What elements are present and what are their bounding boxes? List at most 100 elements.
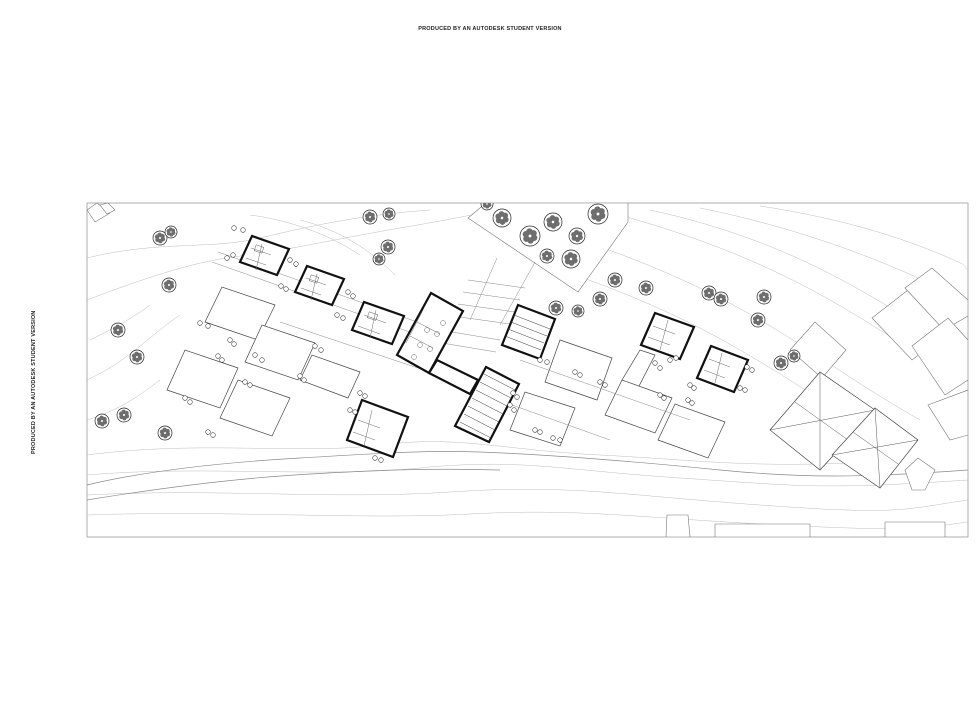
post-marker	[215, 353, 221, 359]
watermark-top: PRODUCED BY AN AUTODESK STUDENT VERSION	[418, 26, 562, 32]
post-marker	[345, 289, 351, 295]
central-hall	[395, 291, 465, 375]
cabin-right-2	[695, 344, 750, 394]
cabin-lower	[345, 398, 410, 459]
post-marker	[347, 407, 353, 413]
post-marker	[657, 365, 663, 371]
cabin-right-1	[639, 311, 696, 361]
post-marker	[240, 227, 246, 233]
post-marker	[210, 432, 216, 438]
tree-icon	[587, 203, 609, 225]
post-marker	[577, 372, 583, 378]
existing-buildings	[665, 267, 968, 537]
post-marker	[242, 379, 248, 385]
post-marker	[205, 323, 211, 329]
post-marker	[357, 390, 363, 396]
post-marker	[597, 379, 603, 385]
post-marker	[550, 435, 556, 441]
tree-icon	[161, 277, 177, 293]
tree-icon	[571, 304, 585, 318]
post-marker	[532, 427, 538, 433]
post-marker	[283, 286, 289, 292]
tree-icon	[382, 207, 396, 221]
post-marker	[511, 407, 517, 413]
post-marker	[514, 394, 520, 400]
post-marker	[687, 382, 693, 388]
post-marker	[544, 359, 550, 365]
tree-icon	[713, 291, 729, 307]
tree-icon	[548, 300, 564, 316]
tree-icon	[519, 225, 541, 247]
post-marker	[673, 355, 679, 361]
post-marker	[652, 360, 658, 366]
post-marker	[537, 357, 543, 363]
post-marker	[661, 395, 667, 401]
post-marker	[293, 261, 299, 267]
post-marker	[685, 397, 691, 403]
tree-icon	[543, 212, 563, 232]
roof-block-a	[500, 303, 557, 361]
tree-icon	[750, 312, 766, 328]
post-marker	[507, 402, 513, 408]
tree-icon	[164, 225, 178, 239]
post-marker	[301, 377, 307, 383]
post-marker	[219, 357, 225, 363]
cabins	[238, 234, 750, 459]
post-marker	[372, 455, 378, 461]
post-marker	[197, 320, 203, 326]
post-marker	[230, 252, 236, 258]
post-marker	[557, 437, 563, 443]
corner-buildings	[87, 203, 116, 223]
post-marker	[378, 457, 384, 463]
tree-icon	[480, 203, 494, 211]
tree-icon	[756, 289, 772, 305]
post-marker	[278, 283, 284, 289]
tree-icon	[773, 355, 789, 371]
post-marker	[537, 429, 543, 435]
cabin-2	[293, 264, 346, 307]
posts	[182, 225, 755, 463]
tree-icon	[568, 227, 586, 245]
tree-icon	[362, 209, 378, 225]
post-marker	[259, 357, 265, 363]
tree-icon	[157, 425, 173, 441]
tree-icon	[372, 252, 386, 266]
tree-icon	[129, 349, 145, 365]
tree-icon	[492, 208, 512, 228]
cabin-1	[238, 234, 291, 277]
post-marker	[572, 369, 578, 375]
post-marker	[691, 385, 697, 391]
post-marker	[187, 399, 193, 405]
terrace-decks	[166, 286, 726, 459]
tree-icon	[380, 239, 396, 255]
post-marker	[312, 343, 318, 349]
post-marker	[252, 352, 258, 358]
trees	[94, 203, 801, 441]
tree-icon	[110, 322, 126, 338]
tree-icon	[94, 413, 110, 429]
tree-icon	[539, 248, 555, 264]
post-marker	[247, 382, 253, 388]
road	[87, 451, 968, 501]
post-marker	[667, 357, 673, 363]
post-marker	[182, 395, 188, 401]
cabin-3	[350, 300, 406, 346]
tree-icon	[152, 230, 168, 246]
post-marker	[744, 364, 750, 370]
post-marker	[205, 429, 211, 435]
post-marker	[287, 257, 293, 263]
post-marker	[362, 393, 368, 399]
post-marker	[231, 225, 237, 231]
roof-block-b	[453, 365, 521, 444]
tree-icon	[116, 407, 132, 423]
post-marker	[602, 382, 608, 388]
post-marker	[742, 387, 748, 393]
post-marker	[318, 347, 324, 353]
post-marker	[224, 255, 230, 261]
tree-icon	[592, 291, 608, 307]
post-marker	[350, 293, 356, 299]
tree-icon	[607, 272, 623, 288]
post-marker	[352, 409, 358, 415]
post-marker	[657, 392, 663, 398]
